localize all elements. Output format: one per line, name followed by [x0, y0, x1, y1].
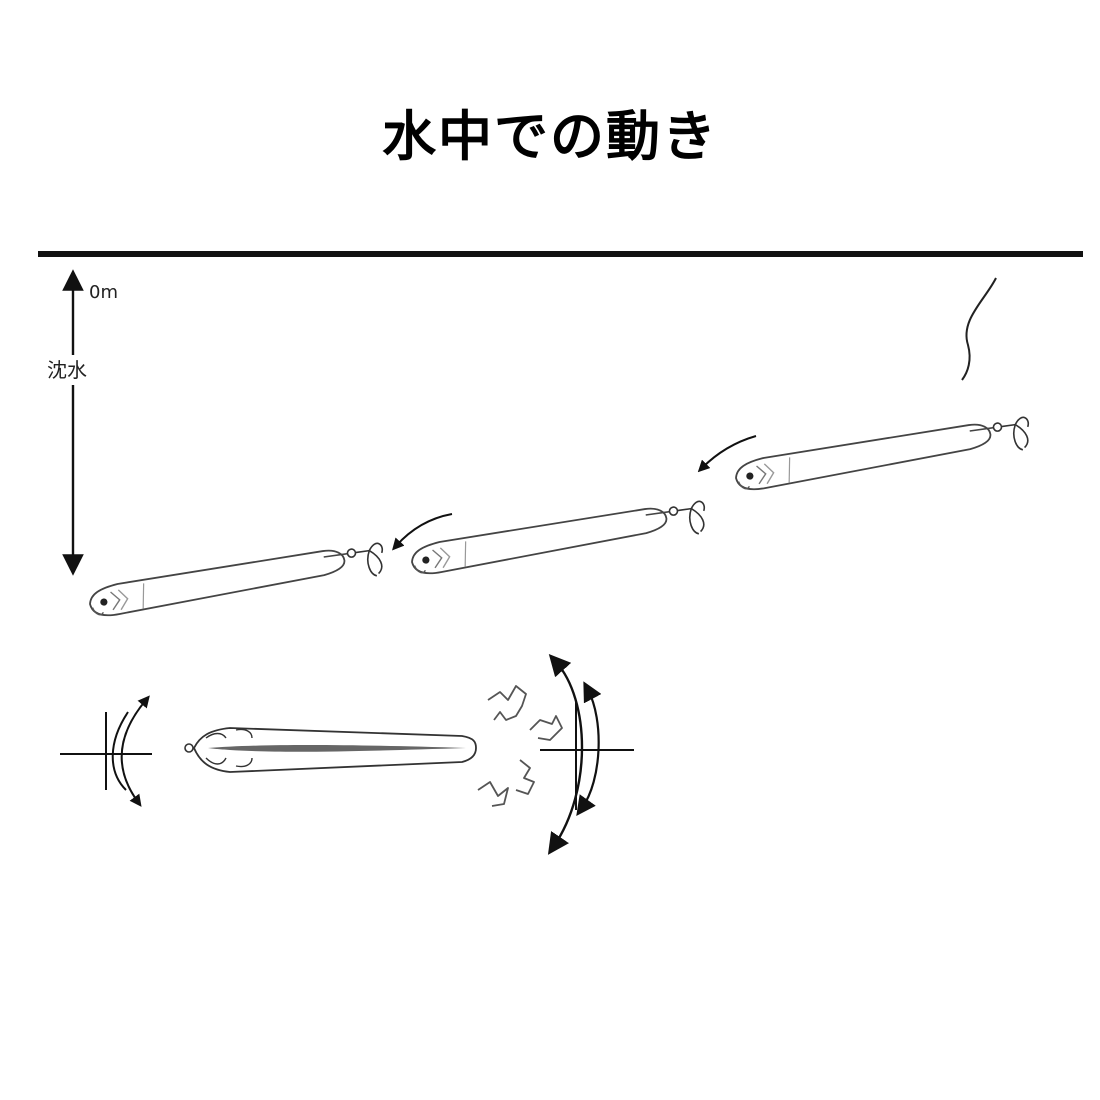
depth-zero-label: 0m	[89, 282, 118, 303]
lure-2	[408, 499, 710, 577]
depth-axis: 0m 沈水	[44, 269, 118, 576]
sink-label: 沈水	[47, 358, 87, 382]
lure-1	[86, 541, 388, 619]
motion-arrow	[392, 513, 453, 551]
roll-indicator-left	[60, 695, 152, 807]
fishing-line	[961, 277, 997, 381]
lure-3	[732, 415, 1034, 493]
water-wake	[477, 685, 563, 807]
page-title: 水中での動き	[382, 105, 718, 168]
roll-indicator-right	[540, 653, 634, 855]
lure-top-view	[184, 727, 477, 773]
motion-arrow	[697, 435, 757, 473]
